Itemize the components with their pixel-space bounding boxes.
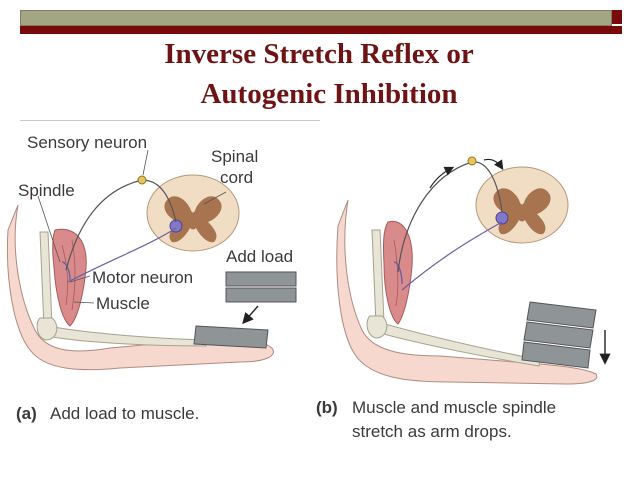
load-weights-b xyxy=(521,301,597,369)
muscle-spindle-a xyxy=(61,261,71,281)
header-bar xyxy=(20,10,612,26)
header-bar-accent xyxy=(612,10,622,24)
arm-b xyxy=(336,199,598,385)
signal-arrow-b-2 xyxy=(483,158,504,170)
spinal-cord-b xyxy=(475,166,569,244)
caption-b-tag: (b) xyxy=(316,398,338,417)
label-add-load: Add load xyxy=(226,247,293,266)
caption-a-tag: (a) xyxy=(16,404,37,423)
load-arrow-a xyxy=(242,305,259,325)
label-sensory-neuron: Sensory neuron xyxy=(27,133,147,152)
slide-title-line-2: Autogenic Inhibition xyxy=(200,78,458,110)
label-spindle: Spindle xyxy=(18,181,75,200)
label-cord: cord xyxy=(220,168,253,187)
label-muscle: Muscle xyxy=(96,294,150,313)
title-divider xyxy=(20,120,320,121)
accent-bar xyxy=(20,26,622,34)
label-motor-neuron: Motor neuron xyxy=(92,268,193,287)
caption-b-line-1: Muscle and muscle spindle xyxy=(352,398,556,417)
panel-a: Sensory neuron Spinal cord Spindle Add l… xyxy=(6,133,297,371)
dorsal-root-ganglion-a xyxy=(137,175,147,185)
caption-a: Add load to muscle. xyxy=(50,404,199,423)
load-weights-a xyxy=(193,271,297,349)
panel-b xyxy=(336,156,611,385)
sensory-neuron-a xyxy=(65,179,177,271)
slide-title-line-1: Inverse Stretch Reflex or xyxy=(164,38,474,70)
dorsal-root-ganglion-b xyxy=(467,156,477,166)
arm-a xyxy=(6,204,274,371)
motor-neuron-a xyxy=(67,227,177,283)
label-spinal: Spinal xyxy=(211,147,258,166)
caption-b-line-2: stretch as arm drops. xyxy=(352,422,512,441)
muscle-spindle-b xyxy=(393,261,403,285)
signal-arrow-b-1 xyxy=(429,166,455,189)
sensory-neuron-b xyxy=(397,161,503,273)
motor-neuron-b xyxy=(401,221,503,291)
